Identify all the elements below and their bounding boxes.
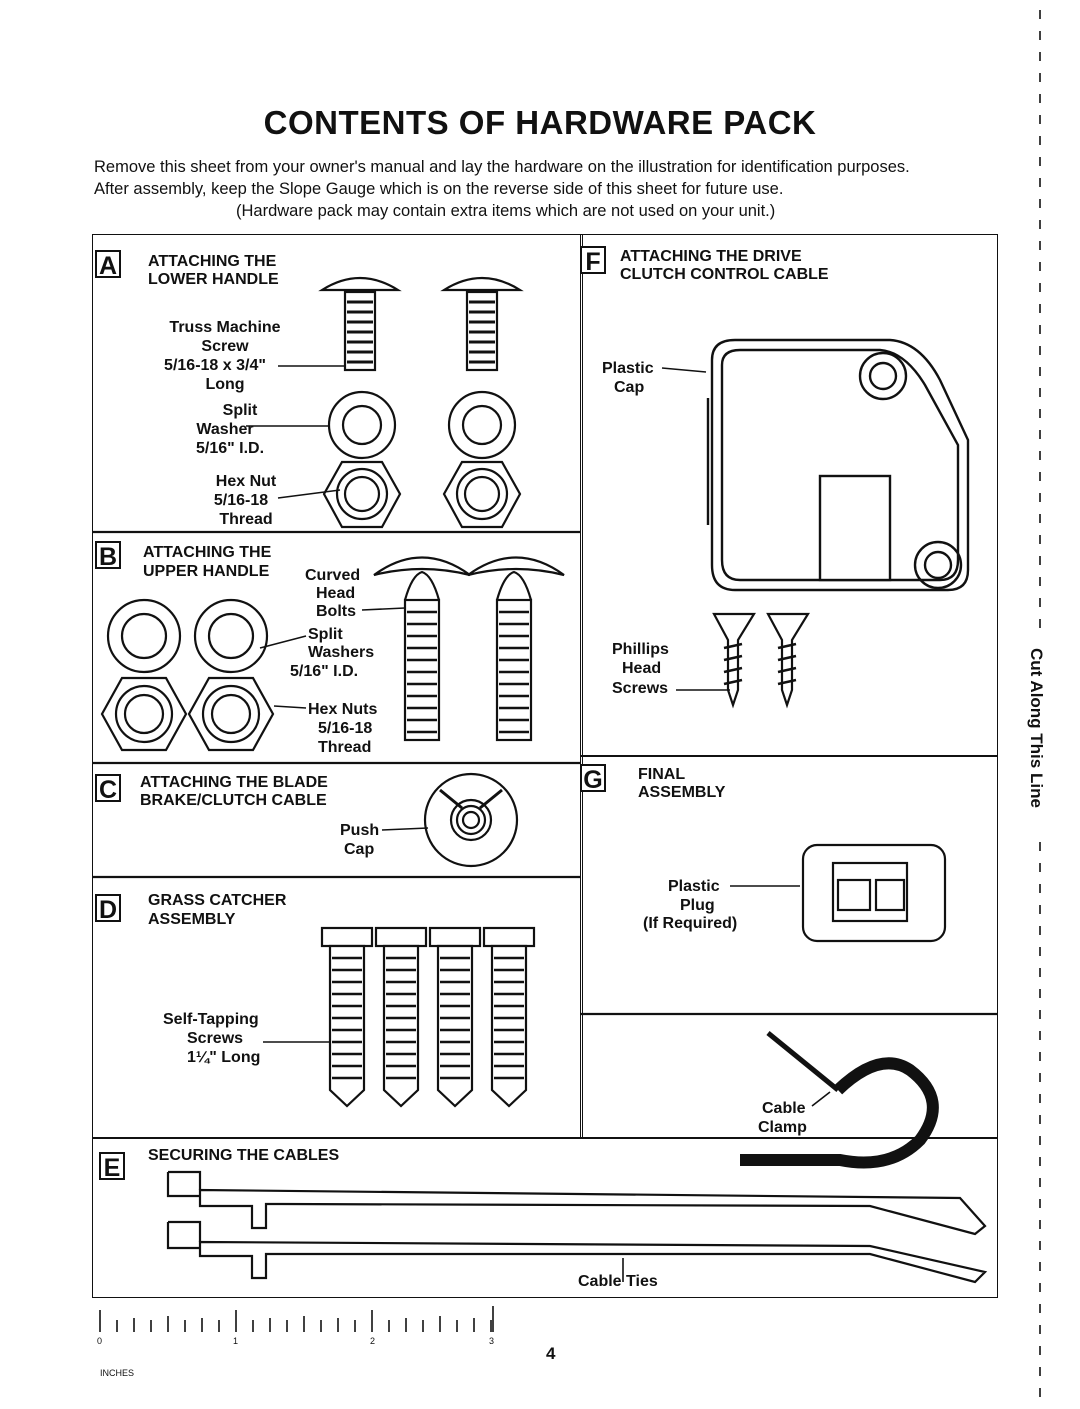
hex-nut-label-3: Thread [219,511,273,528]
hex-nuts-label-1: Hex Nuts [308,701,378,718]
section-a-title-2: LOWER HANDLE [148,271,279,288]
self-tapping-label-2: Screws [187,1030,244,1047]
plastic-cap-illustration [706,338,970,592]
split-washers-illustration [106,598,269,674]
phillips-screws-label-2: Head [622,660,662,677]
push-cap-illustration [423,772,519,868]
curved-bolt-label-1: Curved [305,567,361,584]
phillips-screws-label-3: Screws [612,680,669,697]
split-washer-illustration [327,390,517,460]
plastic-cap-label-2: Cap [614,379,645,396]
curved-bolt-label-2: Head [316,585,356,602]
section-a-letter: A [95,250,121,280]
split-washer-label-3: 5/16" I.D. [195,440,265,457]
truss-screw-label-4: Long [205,376,245,393]
section-c-letter: C [95,774,121,804]
truss-screw-label-1: Truss Machine [169,319,281,336]
plastic-plug-illustration [801,843,947,943]
page-title: CONTENTS OF HARDWARE PACK [263,104,817,141]
section-d-letter: D [95,894,121,924]
section-g-title-1: FINAL [638,766,686,783]
cable-ties-illustration [166,1170,988,1284]
truss-screw-label-3: 5/16-18 x 3/4" [164,357,266,374]
section-e-frame [92,1138,998,1298]
truss-machine-screw-illustration [318,276,524,372]
right-column-frame [580,234,998,756]
section-f-title-2: CLUTCH CONTROL CABLE [620,266,829,283]
truss-screw-label-2: Screw [201,338,249,355]
split-washers-label-1: Split [308,626,343,643]
section-a-title-1: ATTACHING THE [148,253,277,270]
section-d-title-1: GRASS CATCHER [148,892,287,909]
split-washer-label-1: Split [222,402,258,419]
section-f-letter: F [580,246,606,276]
cut-line-label: Cut Along This Line [1027,648,1046,808]
cable-clamp-label-1: Cable [762,1100,806,1117]
section-b-letter: B [95,541,121,571]
section-g-frame [580,756,998,1138]
ruler-unit: INCHES [100,1368,135,1378]
phillips-screws-label-1: Phillips [612,641,669,658]
split-washers-label-3: 5/16" I.D. [290,663,359,680]
cable-clamp-illustration [740,1031,939,1169]
section-c-title-1: ATTACHING THE BLADE [140,774,328,791]
ruler-label-3: 3 [489,1336,495,1346]
section-f-title-1: ATTACHING THE DRIVE [620,248,802,265]
ruler-label-2: 2 [370,1336,376,1346]
cable-ties-label: Cable Ties [578,1273,658,1290]
curved-head-bolt-illustration [373,556,565,742]
section-g-letter: G [580,764,606,794]
self-tapping-label-3: 1¼" Long [187,1049,261,1066]
plastic-cap-label-1: Plastic [602,360,654,377]
split-washers-label-2: Washers [308,644,375,661]
section-e-letter: E [99,1152,125,1182]
hex-nut-illustration [322,460,522,529]
push-cap-label-2: Cap [344,841,375,858]
intro-line-2: After assembly, keep the Slope Gauge whi… [94,180,784,198]
intro-line-3: (Hardware pack may contain extra items w… [236,202,776,220]
hex-nuts-label-2: 5/16-18 [318,720,373,737]
hex-nuts-label-3: Thread [318,739,372,756]
section-e-title-1: SECURING THE CABLES [148,1147,340,1164]
left-column-frame [92,234,583,1138]
intro-line-1: Remove this sheet from your owner's manu… [94,158,910,176]
push-cap-label-1: Push [340,822,380,839]
ruler-label-0: 0 [97,1336,103,1346]
section-g-title-2: ASSEMBLY [638,784,726,801]
self-tapping-screws-illustration [320,926,536,1108]
phillips-head-screws-illustration [712,612,810,709]
cable-clamp-label-2: Clamp [758,1119,807,1136]
plastic-plug-label-1: Plastic [668,878,720,895]
plastic-plug-label-2: Plug [680,897,715,914]
ruler-label-1: 1 [233,1336,239,1346]
section-d-title-2: ASSEMBLY [148,911,236,928]
section-b-title-1: ATTACHING THE [143,544,272,561]
section-c-title-2: BRAKE/CLUTCH CABLE [140,792,327,809]
inch-ruler [99,1306,494,1332]
plastic-plug-label-3: (If Required) [643,915,738,932]
hex-nut-label-1: Hex Nut [215,473,277,490]
hex-nuts-illustration [100,676,275,752]
hex-nut-label-2: 5/16-18 [213,492,269,509]
split-washer-label-2: Washer [196,421,254,438]
section-b-title-2: UPPER HANDLE [143,563,270,580]
self-tapping-label-1: Self-Tapping [163,1011,259,1028]
curved-bolt-label-3: Bolts [316,603,356,620]
page-number: 4 [546,1344,556,1363]
